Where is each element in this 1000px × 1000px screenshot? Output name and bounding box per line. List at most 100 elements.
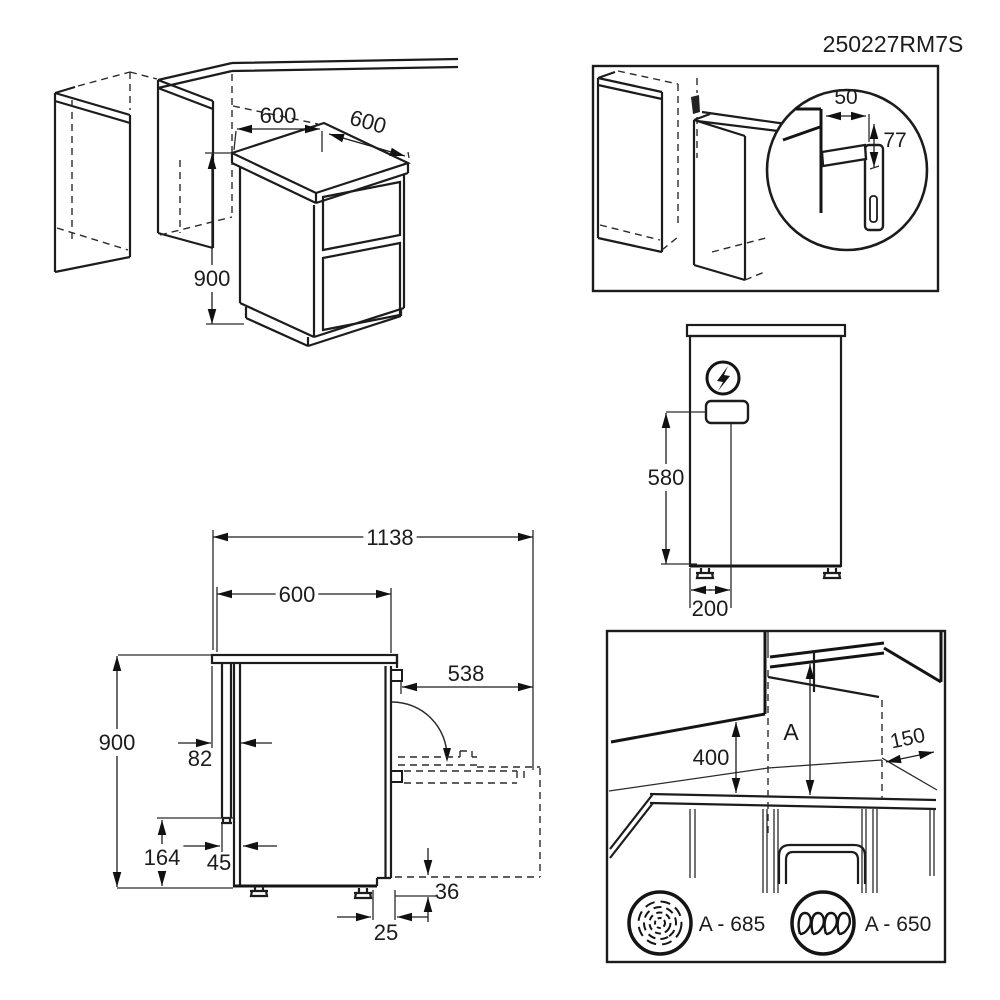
rear-body: [688, 334, 843, 568]
dim-label-iso-depth: 600: [347, 105, 389, 139]
counter-thickness: [609, 801, 937, 859]
dim-label-side-height: 900: [99, 730, 136, 755]
cooker-handle-frame: [777, 843, 867, 884]
cooker-upper-drawer: [321, 180, 402, 252]
arrowhead: [869, 124, 879, 139]
electric-hazard-icon: [705, 360, 741, 396]
induction-coil-icon: [797, 911, 852, 936]
rear-top-band: [685, 323, 847, 338]
door-swing-arrowhead: [443, 748, 451, 762]
dim-label-iso-width: 600: [260, 103, 297, 128]
arrowhead: [112, 872, 122, 887]
side-countertop: [210, 653, 399, 665]
cooker-iso: [229, 121, 411, 348]
arrowhead: [869, 152, 879, 167]
cooker-handle-frame-inner: [784, 850, 860, 884]
upper-left-cabinet: [610, 632, 767, 744]
arrowhead: [423, 897, 433, 912]
arrowhead: [715, 585, 730, 595]
detail-right-cabinet-hidden: [711, 237, 768, 281]
detail-panel-border: [591, 64, 940, 293]
arrowhead: [237, 124, 252, 134]
rear-foot-right: [822, 568, 842, 580]
arrowhead: [207, 154, 217, 169]
dim-label-side-depth: 600: [279, 582, 316, 607]
arrowhead: [918, 750, 934, 760]
counter-back-edges: [608, 757, 938, 792]
counter-front-edge: [609, 792, 937, 850]
door-swing-arc: [391, 701, 448, 758]
clearance-panel-border: [605, 629, 947, 964]
side-hinge-upper: [390, 669, 403, 682]
dim-label-plinth-inset: 25: [374, 920, 398, 945]
arrowhead: [691, 585, 706, 595]
upper-right-cabinet: [883, 632, 943, 684]
arrowhead: [805, 780, 815, 795]
wall-bracket-icon: [691, 95, 700, 114]
arrowhead: [805, 664, 815, 679]
dim-label-plinth-clearance: 36: [435, 879, 459, 904]
arrowhead: [423, 860, 433, 875]
dim-label-left-clearance: 400: [693, 745, 730, 770]
arrowhead: [402, 682, 417, 692]
dim-label-door-open: 538: [448, 661, 485, 686]
arrowhead: [157, 820, 167, 835]
arrowhead: [661, 413, 671, 428]
arrowhead: [305, 124, 320, 134]
arrowhead: [376, 589, 391, 599]
middle-cabinet: [156, 57, 459, 250]
bracket-slot: [869, 195, 878, 223]
arrowhead: [243, 841, 258, 851]
arrowhead: [851, 111, 866, 121]
lightning-bolt-icon: [717, 366, 730, 391]
rear-foot-left: [695, 568, 715, 580]
legend-label-induction: A - 650: [865, 913, 932, 936]
dim-label-back-offset: 82: [188, 746, 212, 771]
side-foot-back: [249, 886, 269, 898]
dim-label-hood-clearance: A: [783, 719, 799, 745]
arrowhead: [157, 871, 167, 886]
label-bg: [275, 581, 319, 608]
induction-coil-circle: [790, 890, 856, 956]
dim-label-lower-back-height: 164: [144, 845, 181, 870]
legend-label-radiant: A - 685: [699, 913, 766, 936]
dim-label-side-clearance: 150: [888, 724, 927, 754]
label-bg: [780, 718, 803, 746]
dim-label-lower-back-offset: 45: [207, 850, 231, 875]
detail-left-cabinet: [596, 70, 664, 254]
hood-shelf: [769, 641, 885, 669]
label-bg: [644, 464, 688, 491]
magnifier-circle-icon: [765, 88, 929, 252]
arrowhead: [389, 147, 405, 156]
arrowhead: [886, 754, 902, 764]
dim-label-iso-height: 900: [194, 266, 231, 291]
middle-cabinet-hidden-edges: [159, 74, 319, 236]
radiant-fan-circle: [627, 890, 693, 956]
arrowhead: [241, 738, 256, 748]
dim-label-bracket-height: 77: [883, 129, 906, 152]
left-cabinet-hidden-edges: [56, 71, 158, 251]
iso-view: 600 600 900: [53, 57, 459, 348]
niche-dashed-lines: [767, 670, 883, 838]
legend-radiant: A - 685: [627, 890, 766, 956]
arrowhead: [112, 656, 122, 671]
clearance-panel: 400 A 150 A - 685 A - 650: [605, 629, 947, 964]
arrowhead: [518, 532, 533, 542]
side-front-panel: [375, 666, 393, 886]
arrowhead: [661, 549, 671, 564]
open-drawer-dashed: [395, 750, 541, 878]
arrowhead: [217, 589, 232, 599]
arrowhead: [826, 111, 841, 121]
side-hinge-lower: [390, 770, 403, 783]
arrowhead: [731, 722, 741, 737]
arrowhead: [205, 841, 220, 851]
side-back-panel: [232, 663, 242, 886]
arrowhead: [731, 778, 741, 793]
magnified-counter-corner: [782, 107, 823, 213]
detail-right-cabinet: [692, 110, 787, 282]
side-foot-front: [353, 888, 373, 900]
dim-label-total-depth: 1138: [366, 525, 413, 550]
dim-label-terminal-offset: 200: [692, 596, 729, 621]
